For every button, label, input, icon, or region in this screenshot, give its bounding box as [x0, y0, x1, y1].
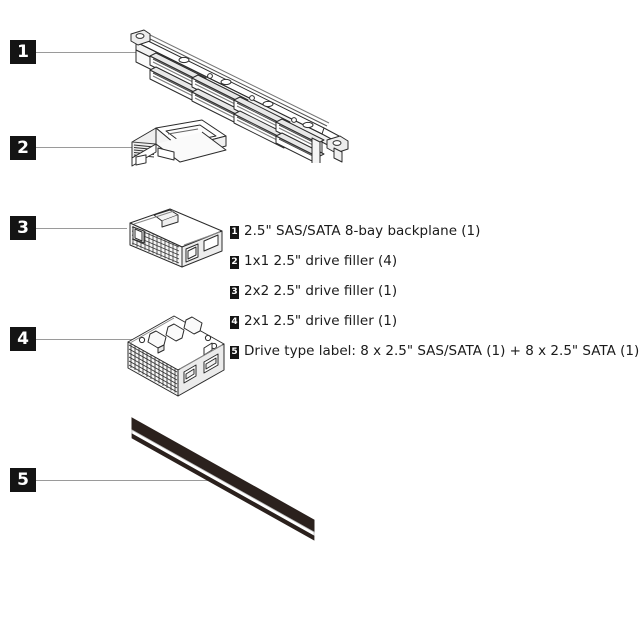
- legend-item: 3 2x2 2.5" drive filler (1): [230, 282, 644, 312]
- legend-label-2: 1x1 2.5" drive filler (4): [244, 253, 398, 269]
- legend-label-3: 2x2 2.5" drive filler (1): [244, 283, 398, 299]
- legend-badge-2: 2: [230, 256, 239, 269]
- callout-badge-2[interactable]: 2: [10, 136, 36, 160]
- leader-line-1: [36, 52, 137, 53]
- legend-badge-4: 4: [230, 316, 239, 329]
- leader-line-5: [36, 480, 213, 481]
- part-illustration-drive-type-label: [131, 417, 315, 541]
- legend-item: 2 1x1 2.5" drive filler (4): [230, 252, 644, 282]
- leader-line-2: [36, 147, 133, 148]
- leader-line-4: [36, 339, 132, 340]
- callout-badge-3[interactable]: 3: [10, 216, 36, 240]
- part-illustration-filler-2x2: [129, 208, 223, 268]
- parts-legend: 1 2.5" SAS/SATA 8-bay backplane (1) 2 1x…: [230, 222, 644, 372]
- leader-line-3: [36, 228, 127, 229]
- legend-label-1: 2.5" SAS/SATA 8-bay backplane (1): [244, 223, 481, 239]
- legend-label-5: Drive type label: 8 x 2.5" SAS/SATA (1) …: [244, 343, 640, 359]
- legend-badge-5: 5: [230, 346, 239, 359]
- legend-badge-1: 1: [230, 226, 239, 239]
- callout-badge-4[interactable]: 4: [10, 327, 36, 351]
- legend-label-4: 2x1 2.5" drive filler (1): [244, 313, 398, 329]
- legend-item: 5 Drive type label: 8 x 2.5" SAS/SATA (1…: [230, 342, 644, 372]
- legend-badge-3: 3: [230, 286, 239, 299]
- legend-item: 4 2x1 2.5" drive filler (1): [230, 312, 644, 342]
- callout-badge-5[interactable]: 5: [10, 468, 36, 492]
- part-illustration-filler-1x1: [131, 119, 227, 167]
- callout-badge-1[interactable]: 1: [10, 40, 36, 64]
- legend-item: 1 2.5" SAS/SATA 8-bay backplane (1): [230, 222, 644, 252]
- part-illustration-backplane: [130, 29, 349, 163]
- part-illustration-filler-2x1: [127, 315, 225, 397]
